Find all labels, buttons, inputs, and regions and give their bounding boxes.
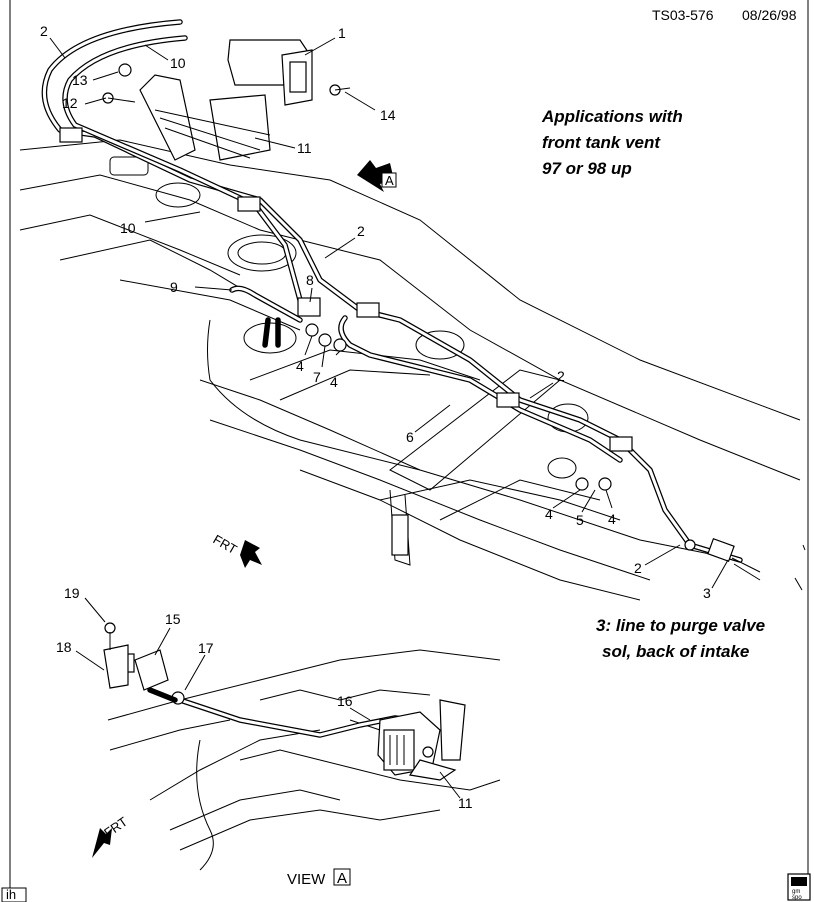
svg-text:gm: gm	[792, 889, 800, 895]
diagram-code: TS03-576	[652, 7, 714, 23]
callout-4: 4	[608, 511, 616, 527]
callout-12: 12	[62, 95, 78, 111]
callout-8: 8	[306, 272, 314, 288]
front-arrow-upper: FRT	[211, 532, 262, 568]
svg-text:ih: ih	[6, 887, 16, 902]
svg-text:3: line to purge valve: 3: line to purge valve	[596, 616, 765, 635]
callout-3: 3	[703, 585, 711, 601]
evap-canister-upper	[102, 39, 351, 161]
callout-9: 9	[170, 279, 178, 295]
diagram-date: 08/26/98	[742, 7, 797, 23]
callout-11: 11	[458, 795, 473, 811]
callout-4: 4	[296, 358, 304, 374]
svg-text:sol, back of intake: sol, back of intake	[602, 642, 749, 661]
callout-1: 1	[338, 25, 346, 41]
view-a-arrow: A	[357, 160, 397, 192]
svg-text:Applications with: Applications with	[541, 107, 683, 126]
callouts-lower: 19 15 18 17 16 11	[56, 585, 473, 811]
line-3-note: 3: line to purge valve sol, back of inta…	[596, 616, 765, 661]
front-arrow-lower: FRT	[92, 814, 130, 858]
callout-4: 4	[330, 374, 338, 390]
callouts-upper: 2 1 10 13 12 14 11 10 2 9 8 4 7 4 6 2 4 …	[40, 23, 711, 601]
callout-13: 13	[72, 72, 88, 88]
callout-11: 11	[297, 140, 312, 156]
svg-text:front tank vent: front tank vent	[542, 133, 661, 152]
vapor-pipes-upper	[41, 19, 743, 563]
leader-lines-lower	[75, 597, 461, 799]
callout-2: 2	[357, 223, 365, 239]
view-a-label: VIEW A	[287, 868, 351, 888]
callout-10: 10	[120, 220, 136, 236]
callout-16: 16	[337, 693, 353, 709]
callout-2: 2	[557, 368, 565, 384]
vehicle-frame-upper	[19, 139, 801, 601]
callout-4: 4	[545, 506, 553, 522]
callout-19: 19	[64, 585, 80, 601]
svg-text:A: A	[337, 870, 347, 887]
callout-15: 15	[165, 611, 181, 627]
applications-note: Applications with front tank vent 97 or …	[541, 107, 683, 178]
pipe-clips	[59, 127, 806, 591]
callout-18: 18	[56, 639, 72, 655]
callout-5: 5	[576, 512, 584, 528]
leader-lines-upper	[49, 37, 729, 589]
callout-6: 6	[406, 429, 414, 445]
svg-text:A: A	[385, 173, 394, 188]
callout-10: 10	[170, 55, 186, 71]
callout-2: 2	[40, 23, 48, 39]
svg-text:FRT: FRT	[211, 532, 240, 558]
callout-17: 17	[198, 640, 214, 656]
gm-spo-logo: gm spo	[787, 873, 811, 901]
callout-2: 2	[634, 560, 642, 576]
corner-tag: ih	[1, 887, 27, 902]
svg-text:spo: spo	[792, 895, 802, 901]
svg-text:97 or 98 up: 97 or 98 up	[542, 159, 632, 178]
callout-7: 7	[313, 369, 321, 385]
callout-14: 14	[380, 107, 396, 123]
view-a-detail	[103, 622, 501, 871]
svg-text:VIEW: VIEW	[287, 871, 326, 888]
